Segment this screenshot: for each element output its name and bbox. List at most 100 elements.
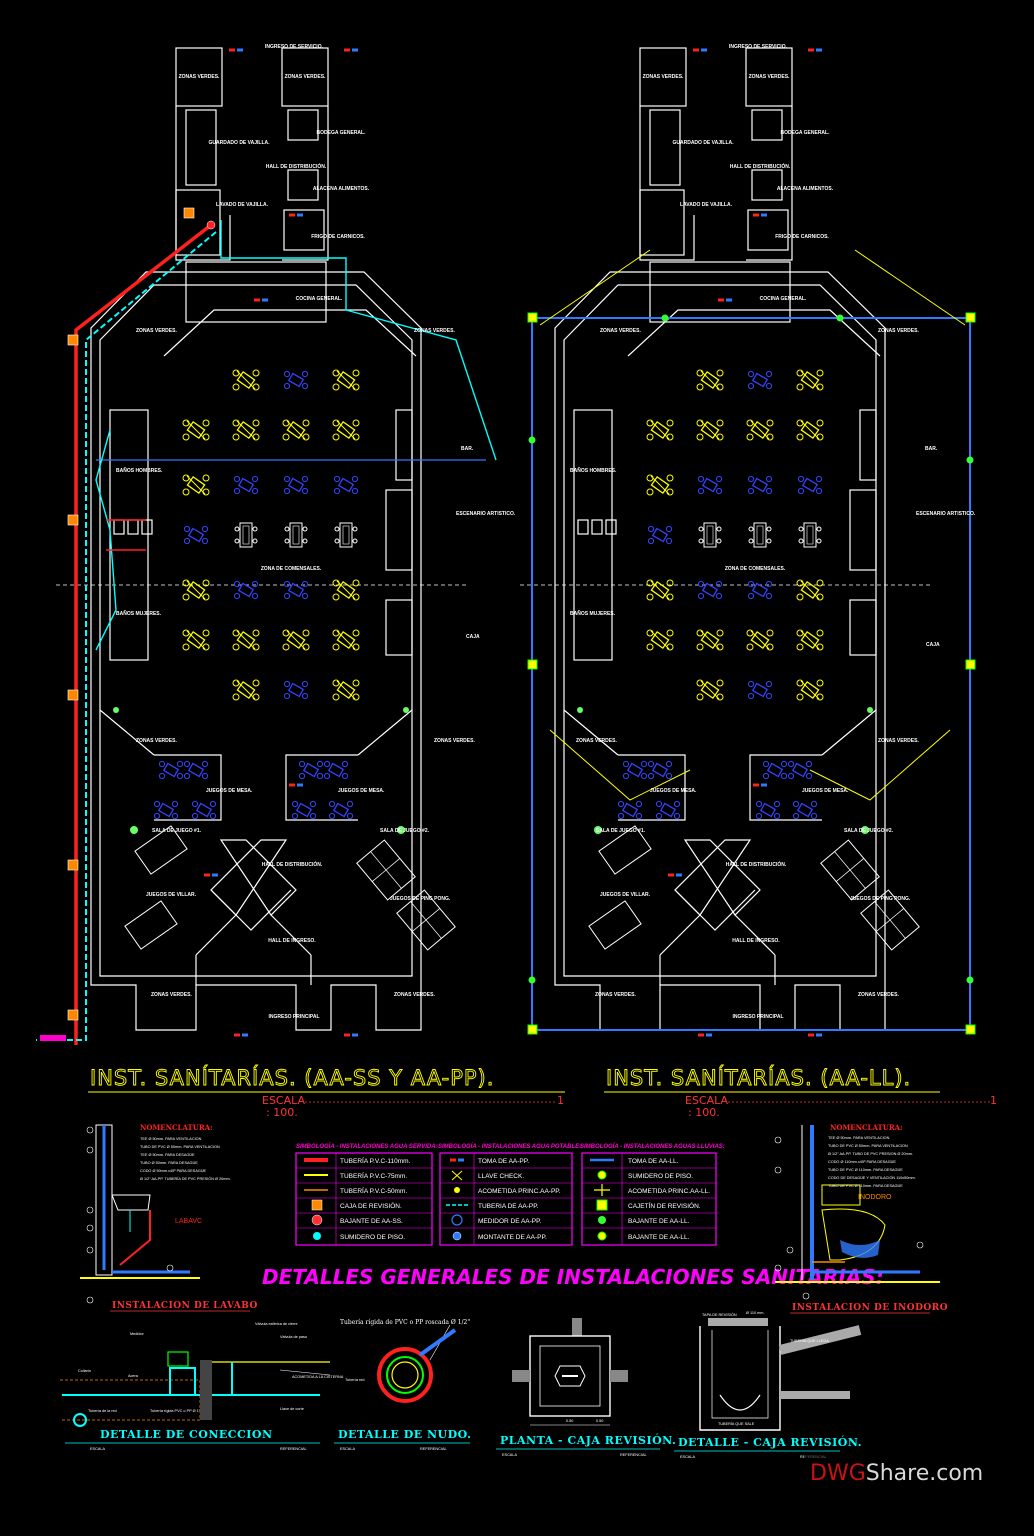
label-zona-comensales: ZONA DE COMENSALES. — [725, 566, 786, 572]
label-caja: CAJA — [926, 642, 940, 648]
details-heading: DETALLES GENERALES DE INSTALACIONES SANI… — [262, 1265, 884, 1289]
label-sala-juego-2: SALA DE JUEGO #2. — [380, 828, 430, 834]
label-juegos-villar: JUEGOS DE VILLAR. — [146, 892, 197, 898]
watermark-brand-b: Share.com — [866, 1461, 983, 1486]
label-juegos-ping-pong: JUEGOS DE PING PONG. — [390, 896, 451, 902]
planta-caja-escala: ESCALA — [502, 1453, 517, 1457]
caja-label: Ø 110 mm. — [746, 1311, 765, 1315]
label-ingreso-principal: INGRESO PRINCIPAL — [268, 1014, 319, 1020]
label-banos-hombres: BAÑOS HOMBRES. — [116, 467, 163, 474]
plan-aa-ss-aa-pp: INGRESO DE SERVICIO. ZONAS VERDES. ZONAS… — [36, 44, 516, 1045]
nudo-escala: ESCALA — [340, 1447, 355, 1451]
nudo-title: DETALLE DE NUDO. — [338, 1428, 471, 1441]
caja-label: TUBERIA QUE LLEGA — [790, 1339, 829, 1343]
sanitary-symbols — [40, 48, 358, 1041]
label-hall-distribucion: HALL DE DISTRIBUCIÓN. — [266, 162, 327, 170]
conexion-label: ACOMETIDA A LA CISTERNA — [292, 1375, 344, 1379]
label-zonas-verdes: ZONAS VERDES. — [136, 328, 177, 334]
symbology-lluvia-row: BAJANTE DE AA-LL. — [628, 1234, 690, 1241]
label-ingreso-servicio: INGRESO DE SERVICIO. — [265, 44, 324, 50]
symbology-potable-row: LLAVE CHECK. — [478, 1173, 524, 1180]
label-hall-distribucion: HALL DE DISTRIBUCIÓN. — [730, 162, 791, 170]
planta-caja-referencial: REFERENCIAL — [620, 1453, 647, 1457]
conexion-label: Medidor — [130, 1332, 144, 1336]
label-sala-juego-1: SALA DE JUEGO #1. — [596, 828, 646, 834]
label-juegos-ping-pong: JUEGOS DE PING PONG. — [850, 896, 911, 902]
conexion-escala: ESCALA — [90, 1447, 105, 1451]
label-sala-juego-2: SALA DE JUEGO #2. — [844, 828, 894, 834]
symbology-servida-header: SIMBOLOGÍA - INSTALACIONES AGUA SERVIDA: — [296, 1143, 438, 1150]
label-ingreso-servicio: INGRESO DE SERVICIO. — [729, 44, 788, 50]
label-hall-ingreso: HALL DE INGRESO. — [732, 938, 780, 944]
caja-dim: 0.50 — [596, 1419, 603, 1423]
symbology-servida-row: TUBERÍA P.V.C-110mm. — [340, 1156, 411, 1165]
label-juegos-mesa: JUEGOS DE MESA. — [338, 788, 385, 794]
label-guardado-vajilla: GUARDADO DE VAJILLA. — [672, 140, 734, 146]
symbology-servida-row: TUBERÍA P.V.C-75mm. — [340, 1171, 407, 1180]
inodoro-nomenclature-line: TEE Ø 50mm. PARA VENTILACION — [828, 1136, 890, 1140]
inodoro-nomenclature-line: TUBO DE PVC Ø 110mm. PARA DESAGÜE — [828, 1168, 903, 1172]
label-zonas-verdes: ZONAS VERDES. — [878, 328, 919, 334]
label-zonas-verdes: ZONAS VERDES. — [285, 74, 326, 80]
plan-scale-label-2: ESCALA — [685, 1094, 729, 1107]
symbology-potable-row: TOMA DE AA-PP. — [478, 1158, 529, 1165]
detalle-caja-title: DETALLE - CAJA REVISIÓN. — [678, 1435, 862, 1449]
label-zonas-verdes: ZONAS VERDES. — [643, 74, 684, 80]
label-bar: BAR. — [925, 446, 938, 452]
caja-label: TAPA DE REVISIÓN — [702, 1312, 737, 1317]
planta-caja-title: PLANTA - CAJA REVISIÓN. — [500, 1433, 676, 1447]
label-zonas-verdes: ZONAS VERDES. — [434, 738, 475, 744]
label-alacena: ALACENA ALIMENTOS. — [313, 186, 370, 192]
inodoro-nomenclature-line: CODO Ø 110mm.x45º PARA DESAGÜE — [828, 1160, 896, 1164]
conexion-label: Tubería de la red — [88, 1409, 117, 1413]
lavabo-nomenclature-line: TEE Ø 50mm. PARA VENTILACION — [140, 1137, 202, 1141]
label-cocina: COCINA GENERAL. — [760, 296, 807, 302]
conexion-label: Acera — [128, 1374, 139, 1378]
label-bodega-general: BODEGA GENERAL. — [781, 130, 831, 136]
symbology-potable-row: MONTANTE DE AA-PP. — [478, 1234, 547, 1241]
label-zonas-verdes: ZONAS VERDES. — [179, 74, 220, 80]
inodoro-title: INSTALACION DE INODORO — [792, 1303, 948, 1313]
label-lavado-vajilla: LAVADO DE VAJILLA. — [680, 202, 733, 208]
detail-lavabo: NOMENCLATURA: TEE Ø 50mm. PARA VENTILACI… — [80, 1123, 257, 1312]
label-bar: BAR. — [461, 446, 474, 452]
plan-title-2: INST. SANÍTARÍAS. (AA-LL). — [606, 1065, 911, 1090]
label-zonas-verdes: ZONAS VERDES. — [414, 328, 455, 334]
inodoro-nomenclature-line: TUBO DE PVC Ø 110mm. PARA DESAGÜE — [828, 1184, 903, 1188]
symbology-potable-header: SIMBOLOGÍA - INSTALACIONES AGUA POTABLE: — [438, 1143, 581, 1150]
detail-caja-revision: TAPA DE REVISIÓN Ø 110 mm. TUBERIA QUE L… — [674, 1311, 862, 1459]
label-cocina: COCINA GENERAL. — [296, 296, 343, 302]
nudo-note: Tubería rígida de PVC o PP roscada Ø 1/2… — [340, 1319, 470, 1326]
label-zonas-verdes: ZONAS VERDES. — [151, 992, 192, 998]
label-hall-ingreso: HALL DE INGRESO. — [268, 938, 316, 944]
lavabo-nomenclature-line: CODO Ø 50mm.x45º PARA DESAGÜE — [140, 1169, 207, 1173]
conexion-label: Válvula esférica de cierre — [255, 1322, 298, 1326]
room-labels: INGRESO DE SERVICIO. ZONAS VERDES. ZONAS… — [116, 44, 516, 1020]
lavabo-nomenclature-line: Ø 1/2" AA-PP. TUBERÍA DE PVC PRESIÓN Ø 2… — [140, 1176, 231, 1181]
servida-network — [36, 220, 497, 1045]
plan-scale-denominator-2: : 100. — [688, 1106, 720, 1119]
nudo-referencial: REFERENCIAL — [420, 1447, 447, 1451]
symbology-potable-row: ACOMETIDA PRINC.AA-PP. — [478, 1188, 561, 1195]
symbology-tables: SIMBOLOGÍA - INSTALACIONES AGUA SERVIDA:… — [295, 1143, 725, 1246]
label-alacena: ALACENA ALIMENTOS. — [777, 186, 834, 192]
label-sala-juego-1: SALA DE JUEGO #1. — [152, 828, 202, 834]
label-zonas-verdes: ZONAS VERDES. — [749, 74, 790, 80]
svg-text:DWGShare.com: DWGShare.com — [810, 1461, 983, 1486]
label-juegos-mesa: JUEGOS DE MESA. — [802, 788, 849, 794]
label-ingreso-principal: INGRESO PRINCIPAL — [732, 1014, 783, 1020]
lavabo-nomenclature-line: TEE Ø 50mm. PARA DESAGÜE — [140, 1153, 195, 1157]
symbology-lluvia-row: CAJETÍN DE REVISIÓN. — [628, 1201, 701, 1210]
lavabo-nomenclature-line: TUBO DE PVC Ø 50mm. PARA VENTILACION — [140, 1145, 220, 1149]
plan-titles: INST. SANÍTARÍAS. (AA-SS Y AA-PP). ESCAL… — [88, 1065, 997, 1119]
caja-dim: 0.50 — [566, 1419, 573, 1423]
nudo-label: Tubería red — [345, 1378, 365, 1382]
inodoro-nomenclature-line: Ø 1/2" AA-PP. TUBO DE PVC PRESION Ø 20mm… — [828, 1152, 913, 1156]
symbology-potable-row: MEDIDOR DE AA-PP. — [478, 1218, 542, 1225]
conexion-label: Llave de corte — [280, 1407, 304, 1411]
label-caja: CAJA — [466, 634, 480, 640]
lluvia-symbols — [527, 48, 976, 1037]
detalle-caja-escala: ESCALA — [680, 1455, 695, 1459]
label-zonas-verdes: ZONAS VERDES. — [394, 992, 435, 998]
